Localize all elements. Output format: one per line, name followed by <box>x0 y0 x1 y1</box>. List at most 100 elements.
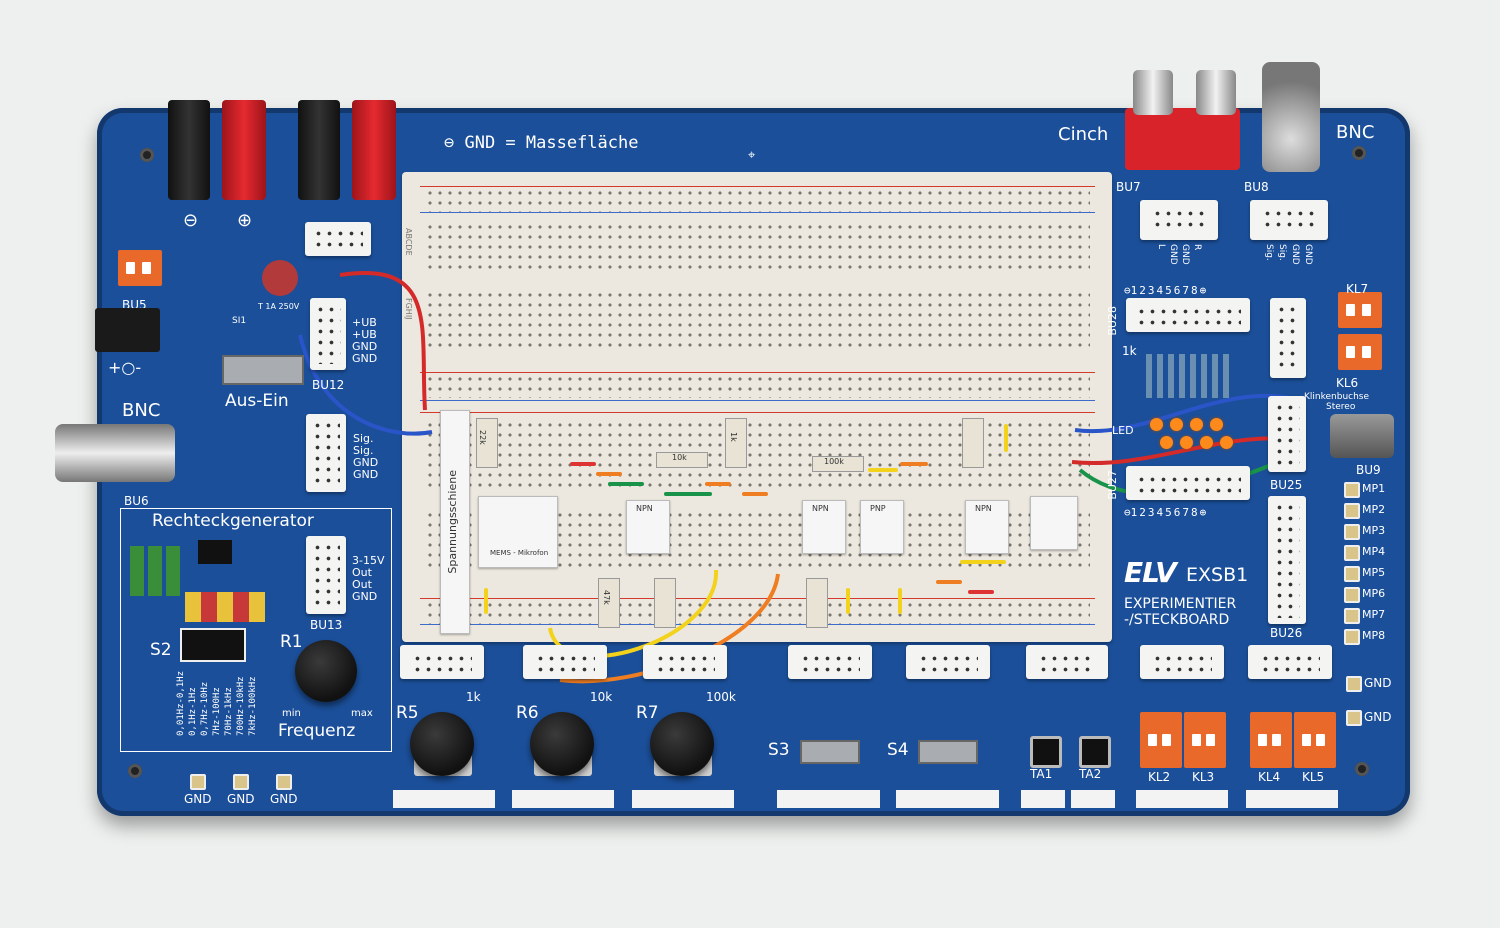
headphone-jack-bu9[interactable] <box>1330 414 1394 458</box>
gnd-pin-right-2[interactable] <box>1346 710 1362 726</box>
black-banana-jack-1[interactable] <box>168 100 210 200</box>
cinch-jacks[interactable] <box>1125 108 1240 170</box>
black-banana-jack-2[interactable] <box>298 100 340 200</box>
mp4-pin[interactable] <box>1344 545 1360 561</box>
ta1-label: TA1 <box>1030 767 1053 781</box>
mp2-pin[interactable] <box>1344 503 1360 519</box>
cinch-sock-labels: L GND GND R <box>1148 244 1208 280</box>
mp6-pin[interactable] <box>1344 587 1360 603</box>
bnc-top-connector[interactable] <box>1262 62 1320 172</box>
button-ta1[interactable] <box>1030 736 1062 768</box>
gnd-pin-right-1[interactable] <box>1346 676 1362 692</box>
frequency-knob-r1[interactable] <box>295 640 357 702</box>
mp7-pin[interactable] <box>1344 608 1360 624</box>
subtitle-line-2: -/STECKBOARD <box>1124 612 1230 628</box>
jumper-yellow-v2 <box>846 588 850 614</box>
pot-r6-value: 10k <box>590 690 613 704</box>
signal-socket-bu6[interactable] <box>306 414 346 492</box>
bnc-left-connector[interactable] <box>55 424 175 482</box>
socket-bu28[interactable] <box>1126 298 1250 332</box>
socket-pot-r7[interactable] <box>643 645 727 679</box>
gnd-pin-2[interactable] <box>233 774 249 790</box>
socket-bu8[interactable] <box>1250 200 1328 240</box>
socket-bu7[interactable] <box>1140 200 1218 240</box>
terminal-kl2[interactable] <box>1140 712 1182 768</box>
npn-module-2[interactable] <box>802 500 846 554</box>
dc-polarity-symbol: +○- <box>108 358 142 377</box>
mp8-pin[interactable] <box>1344 629 1360 645</box>
wire-yellow-pot <box>548 569 719 659</box>
socket-kl4-kl5[interactable] <box>1248 645 1332 679</box>
bu12-label: BU12 <box>312 378 345 392</box>
rg-label-2: Out <box>352 566 372 579</box>
bnc-sock-label-1: Sig. <box>1264 244 1274 261</box>
socket-pot-r6[interactable] <box>523 645 607 679</box>
resistor-47k-label: 47k <box>602 590 611 605</box>
rechteck-title: Rechteckgenerator <box>152 511 314 531</box>
resistor-array <box>1146 354 1230 398</box>
terminal-kl6[interactable] <box>1338 334 1382 370</box>
res-1k-label: 1k <box>1122 344 1137 358</box>
gnd-plane-label: ⊖ GND = Massefläche <box>444 133 639 153</box>
slide-switch-s3[interactable] <box>800 740 860 764</box>
mems-microphone-module[interactable] <box>478 496 558 568</box>
slide-switch-s4[interactable] <box>918 740 978 764</box>
terminal-kl7[interactable] <box>1338 292 1382 328</box>
gnd-pin-3[interactable] <box>276 774 292 790</box>
sig-label-1: Sig. <box>353 432 374 445</box>
mp1-pin[interactable] <box>1344 482 1360 498</box>
socket-bu27[interactable] <box>1126 466 1250 500</box>
terminal-bu5[interactable] <box>118 250 162 286</box>
ic-chip <box>198 540 232 564</box>
mp3-pin[interactable] <box>1344 524 1360 540</box>
output-socket-bu13[interactable] <box>306 536 346 614</box>
dip-switch-s2[interactable] <box>180 628 246 662</box>
gnd-plane-text: GND = Massefläche <box>464 133 639 153</box>
pot-r5-value: 1k <box>466 690 481 704</box>
npn-module-3[interactable] <box>965 500 1009 554</box>
power-socket-bu12[interactable] <box>310 298 346 370</box>
potentiometer-module[interactable] <box>1030 496 1078 550</box>
socket-s3[interactable] <box>788 645 872 679</box>
terminal-kl3[interactable] <box>1184 712 1226 768</box>
label-strip-s3 <box>777 790 880 808</box>
red-banana-jack-2[interactable] <box>352 100 396 200</box>
knob-r6[interactable] <box>530 712 594 776</box>
sig-label-4: GND <box>353 468 379 481</box>
voltage-rail-module[interactable] <box>440 410 470 634</box>
socket-s4[interactable] <box>906 645 990 679</box>
terminal-kl4[interactable] <box>1250 712 1292 768</box>
pnp-module[interactable] <box>860 500 904 554</box>
bu28-label: BU28 <box>1106 306 1119 336</box>
resistor-1k-a <box>725 418 747 468</box>
rail-bottom-blue <box>420 624 1095 625</box>
mp5-pin[interactable] <box>1344 566 1360 582</box>
socket-bu25[interactable] <box>1268 396 1306 472</box>
dc-jack[interactable] <box>95 308 160 352</box>
socket-pot-r5[interactable] <box>400 645 484 679</box>
bnc-left-label: BNC <box>122 400 161 421</box>
npn-module-1[interactable] <box>626 500 670 554</box>
socket-kl2-kl3[interactable] <box>1140 645 1224 679</box>
socket-bu26[interactable] <box>1268 496 1306 624</box>
red-banana-jack-1[interactable] <box>222 100 266 200</box>
knob-r5[interactable] <box>410 712 474 776</box>
freq-range-list: 0,01Hz-0,1Hz 0,1Hz-1Hz 0,7Hz-10Hz 7Hz-10… <box>176 662 266 742</box>
stereo-label: Stereo <box>1326 402 1356 412</box>
gnd-pin-1[interactable] <box>190 774 206 790</box>
power-switch[interactable] <box>222 355 304 385</box>
npn-label-3: NPN <box>975 504 992 513</box>
socket-buttons[interactable] <box>1026 645 1108 679</box>
resistor-10k-label: 10k <box>672 453 687 462</box>
button-ta2[interactable] <box>1079 736 1111 768</box>
terminal-kl5[interactable] <box>1294 712 1336 768</box>
mp1-label: MP1 <box>1362 482 1386 495</box>
upper-block-top-holes <box>425 222 1090 274</box>
cinch-right-connector[interactable] <box>1196 70 1236 115</box>
resistor-22k-label: 22k <box>478 430 487 445</box>
cinch-left-connector[interactable] <box>1133 70 1173 115</box>
socket-bu23[interactable] <box>1270 298 1306 378</box>
socket-top-left[interactable] <box>305 222 371 256</box>
knob-r7[interactable] <box>650 712 714 776</box>
r7-label: R7 <box>636 703 659 723</box>
